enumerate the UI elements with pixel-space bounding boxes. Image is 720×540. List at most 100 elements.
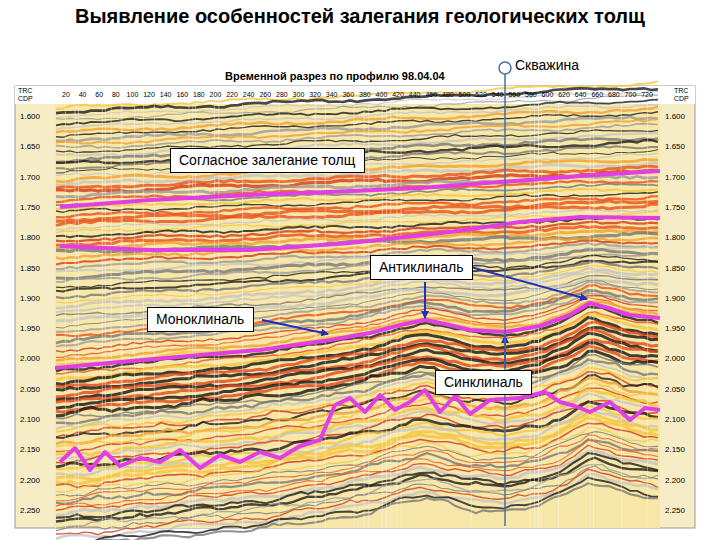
trace-number: 200 [210, 91, 222, 99]
trace-number: 720 [641, 91, 653, 99]
trace-line [621, 104, 622, 528]
callout-text: Синклиналь [444, 374, 523, 391]
section-ground [55, 104, 660, 528]
time-label: 1.950 [20, 324, 40, 334]
trace-number: 560 [508, 91, 520, 99]
reflector [56, 296, 658, 353]
time-label: 1.650 [20, 142, 40, 152]
reflector [56, 453, 658, 518]
time-label: 1.600 [665, 112, 685, 122]
trace-line [75, 104, 76, 528]
trace-number: 620 [558, 91, 570, 99]
trace-number: 60 [95, 91, 103, 99]
reflector [56, 464, 658, 528]
trace-number: 160 [176, 91, 188, 99]
trace-number: 80 [112, 91, 120, 99]
trace-number: 440 [409, 91, 421, 99]
time-label: 2.050 [20, 385, 40, 395]
time-label: 1.750 [665, 203, 685, 213]
horizon-lines [55, 171, 660, 470]
reflector [56, 474, 658, 539]
time-label: 1.900 [20, 294, 40, 304]
section-subtitle: Временной разрез по профилю 98.04.04 [225, 70, 445, 83]
axis-caption: CDP [674, 95, 689, 103]
trace-line [538, 104, 539, 528]
time-label: 2.150 [20, 445, 40, 455]
trace-line [558, 104, 559, 528]
callout-text: Антиклиналь [379, 259, 464, 276]
time-label: 2.250 [20, 506, 40, 516]
trace-line [390, 104, 391, 528]
trace-number: 240 [243, 91, 255, 99]
time-label: 1.700 [20, 173, 40, 183]
trace-line [105, 104, 106, 528]
time-label: 1.800 [665, 233, 685, 243]
trace-number: 400 [376, 91, 388, 99]
trace-number: 220 [226, 91, 238, 99]
reflector [56, 254, 658, 282]
callout-box: Антиклиналь [370, 255, 473, 280]
trace-number: 320 [309, 91, 321, 99]
trace-number: 500 [459, 91, 471, 99]
reflector [56, 466, 658, 531]
trace-line [538, 104, 539, 528]
well-symbol [499, 62, 511, 526]
axis-caption: TRC [674, 87, 688, 95]
time-label: 1.850 [665, 264, 685, 274]
trace-number: 580 [525, 91, 537, 99]
time-label: 1.850 [20, 264, 40, 274]
trace-number: 100 [127, 91, 139, 99]
trace-line [111, 104, 112, 528]
trace-line [65, 104, 66, 528]
trace-line [78, 104, 79, 528]
time-label: 2.150 [665, 445, 685, 455]
trace-line [134, 104, 135, 528]
time-label: 1.950 [665, 324, 685, 334]
trace-line [143, 104, 144, 528]
trace-number: 300 [293, 91, 305, 99]
trace-number: 600 [542, 91, 554, 99]
time-label: 1.700 [665, 173, 685, 183]
callout-box: Согласное залегание толщ [170, 148, 365, 173]
trace-number: 680 [608, 91, 620, 99]
axis-caption: TRC [18, 87, 32, 95]
time-label: 2.100 [20, 415, 40, 425]
callout-box: Моноклиналь [147, 307, 254, 332]
reflector [56, 124, 658, 148]
callout-text: Согласное залегание толщ [179, 152, 356, 169]
trace-number: 360 [342, 91, 354, 99]
trace-number: 260 [259, 91, 271, 99]
trace-line [382, 104, 383, 528]
time-label: 2.100 [665, 415, 685, 425]
callout-text: Моноклиналь [156, 311, 245, 328]
trace-line [590, 104, 591, 528]
trace-number: 480 [442, 91, 454, 99]
trace-line [386, 104, 387, 528]
well-label: Скважина [515, 57, 579, 73]
reflector [56, 445, 658, 510]
reflector [56, 478, 658, 540]
callout-box: Синклиналь [435, 370, 532, 395]
trace-line [541, 104, 542, 528]
trace-number: 380 [359, 91, 371, 99]
trace-line [401, 104, 402, 528]
trace-line [530, 104, 531, 528]
trace-line [368, 104, 369, 528]
time-label: 1.900 [665, 294, 685, 304]
reflector [56, 483, 658, 540]
trace-line [102, 104, 103, 528]
time-label: 2.050 [665, 385, 685, 395]
trace-line [396, 104, 397, 528]
trace-number: 520 [475, 91, 487, 99]
trace-number: 640 [575, 91, 587, 99]
reflector [56, 469, 658, 535]
leader-arrows [262, 266, 587, 368]
section-frame [15, 86, 695, 528]
trace-number: 340 [326, 91, 338, 99]
reflector [56, 88, 658, 113]
trace-line [471, 104, 472, 528]
trace-number: 280 [276, 91, 288, 99]
trace-number: 140 [160, 91, 172, 99]
time-label: 1.650 [665, 142, 685, 152]
trace-number: 540 [492, 91, 504, 99]
